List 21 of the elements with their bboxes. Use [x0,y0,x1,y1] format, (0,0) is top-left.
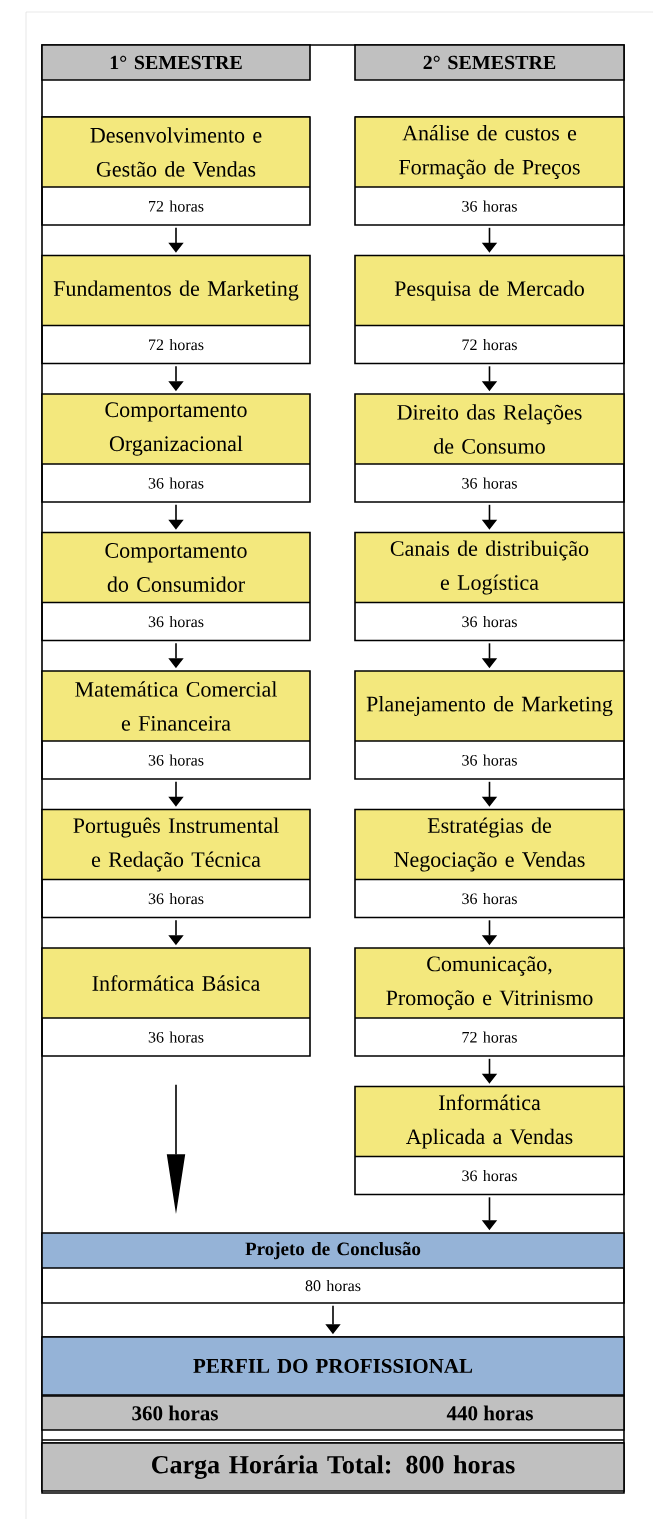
course-box: Análise de custos e Formação de Preços 36 horas [354,116,625,226]
course-box: Matemática Comercial e Financeira 36 horas [41,670,311,780]
course-box: Estratégias de Negociação e Vendas 36 horas [354,808,625,919]
course-box: Comunicação, Promoção e Vitrinismo 72 horas [354,947,625,1057]
course-box: Informática Básica 36 horas [41,947,311,1057]
header-box: 1° SEMESTRE [41,44,311,81]
course-box: Fundamentos de Marketing 72 horas [41,254,311,365]
course-box: Desenvolvimento e Gestão de Vendas 72 horas [41,116,311,226]
project-box: Projeto de Conclusão 80 horas [41,1232,625,1304]
course-box: Planejamento de Marketing 36 horas [354,670,625,780]
course-box: Português Instrumental e Redação Técnica 36 horas [41,808,311,919]
course-box: Comportamento do Consumidor 36 horas [41,531,311,642]
course-box: Pesquisa de Mercado 72 horas [354,254,625,365]
course-box: Comportamento Organizacional 36 horas [41,393,311,503]
course-box: Informática Aplicada a Vendas 36 horas [354,1085,625,1196]
course-box: Direito das Relações de Consumo 36 horas [354,393,625,503]
hours-band: 360 horas 440 horas [41,1395,625,1431]
course-box: Canais de distribuição e Logística 36 horas [354,531,625,642]
total-band: Carga Horária Total: 800 horas [41,1442,625,1492]
header-box: 2° SEMESTRE [354,44,625,81]
profile-band: PERFIL DO PROFISSIONAL [41,1336,625,1396]
